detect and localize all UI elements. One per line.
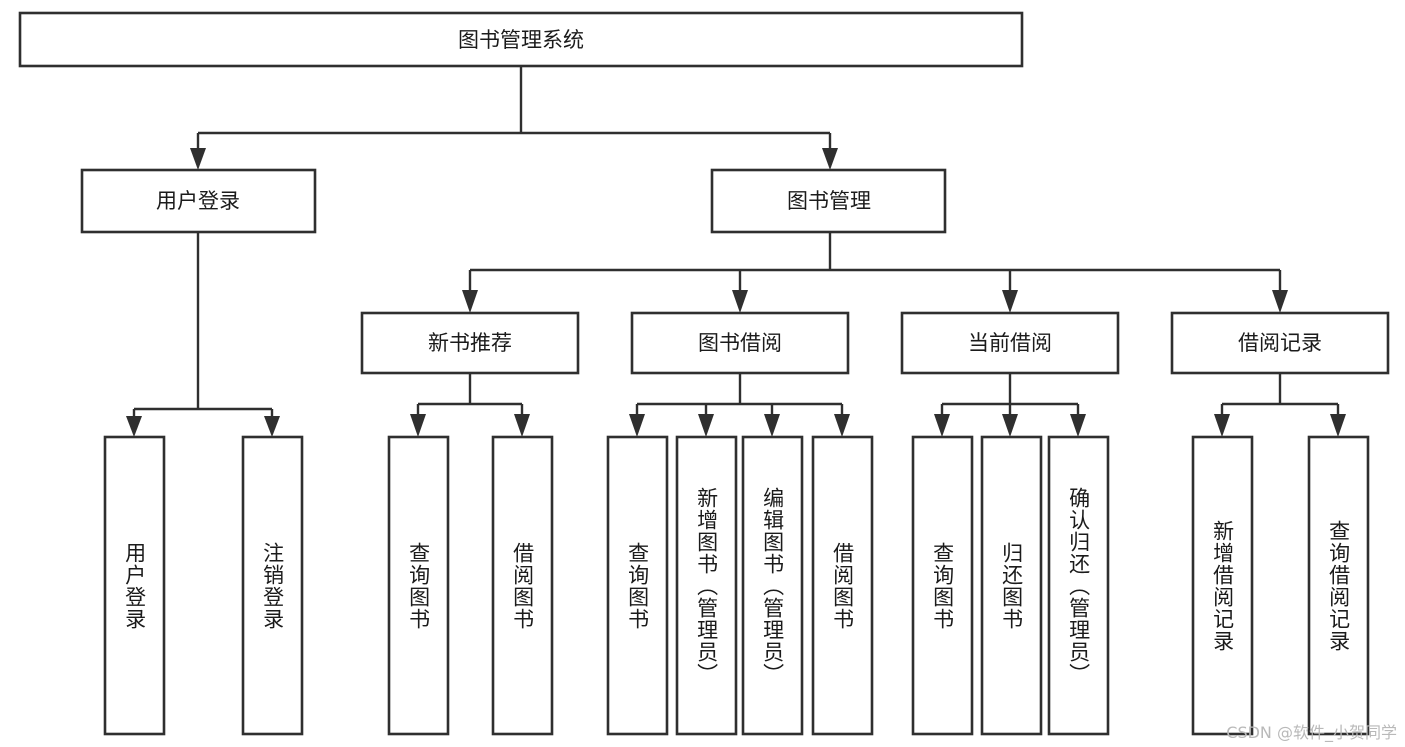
leaf-label-wrap: 用户登录 [122, 541, 147, 630]
leaf-label-wrap: 查询图书 [625, 541, 650, 630]
leaf-current-borrow-confirm[interactable]: 确认归还（管理员） [1047, 435, 1110, 736]
node-box [241, 435, 304, 736]
leaf-label-wrap: 查询借阅记录 [1326, 519, 1351, 652]
node-box [18, 11, 1024, 68]
leaf-label-wrap: 借阅图书 [510, 541, 535, 630]
leaf-label: 查询图书 [930, 541, 955, 630]
leaf-label: 查询图书 [625, 541, 650, 630]
leaf-label: 注销登录 [260, 541, 285, 630]
arrow-head-icon [1002, 414, 1018, 437]
leaf-label: 归还图书 [999, 541, 1024, 630]
arrow-head-icon [514, 414, 530, 437]
arrow-head-icon [1002, 290, 1018, 313]
leaf-book-borrow-edit[interactable]: 编辑图书（管理员） [741, 435, 804, 736]
leaf-book-borrow-query[interactable]: 查询图书 [606, 435, 669, 736]
node-label: 新书推荐 [428, 331, 512, 355]
node-label: 图书管理 [787, 189, 871, 213]
connector-current-borrow-to-leaves [934, 373, 1086, 437]
node-label: 用户登录 [156, 189, 240, 213]
leaf-label-wrap: 归还图书 [999, 541, 1024, 630]
leaf-borrow-record-add[interactable]: 新增借阅记录 [1191, 435, 1254, 736]
node-box [1191, 435, 1254, 736]
node-book-borrow[interactable]: 图书借阅 [630, 311, 850, 375]
leaf-label-wrap: 编辑图书（管理员） [760, 486, 785, 685]
leaf-new-book-borrow[interactable]: 借阅图书 [491, 435, 554, 736]
leaf-user-login-logout[interactable]: 注销登录 [241, 435, 304, 736]
leaf-current-borrow-query[interactable]: 查询图书 [911, 435, 974, 736]
leaf-label-wrap: 确认归还（管理员） [1066, 486, 1091, 685]
arrow-head-icon [190, 148, 206, 170]
node-box [491, 435, 554, 736]
connector-new-book-to-leaves [410, 373, 530, 437]
leaf-label-wrap: 注销登录 [260, 541, 285, 630]
leaf-label-wrap: 查询图书 [406, 541, 431, 630]
leaf-label-wrap: 新增图书（管理员） [694, 486, 719, 685]
node-box [710, 168, 947, 234]
leaf-label-wrap: 新增借阅记录 [1210, 519, 1235, 652]
connector-root-to-level2 [190, 66, 838, 170]
connector-borrow-record-to-leaves [1214, 373, 1346, 437]
node-box [675, 435, 738, 736]
arrow-head-icon [1272, 290, 1288, 313]
leaf-label: 查询借阅记录 [1326, 519, 1351, 652]
leaf-label: 借阅图书 [830, 541, 855, 630]
arrow-head-icon [462, 290, 478, 313]
node-borrow-record[interactable]: 借阅记录 [1170, 311, 1390, 375]
leaf-current-borrow-return[interactable]: 归还图书 [980, 435, 1043, 736]
leaf-label-wrap: 查询图书 [930, 541, 955, 630]
arrow-head-icon [1070, 414, 1086, 437]
node-box [900, 311, 1120, 375]
arrow-head-icon [698, 414, 714, 437]
node-box [606, 435, 669, 736]
leaf-label: 借阅图书 [510, 541, 535, 630]
leaf-label-wrap: 借阅图书 [830, 541, 855, 630]
arrow-head-icon [629, 414, 645, 437]
arrow-head-icon [764, 414, 780, 437]
leaf-user-login-login[interactable]: 用户登录 [103, 435, 166, 736]
leaf-label: 确认归还（管理员） [1066, 486, 1091, 685]
arrow-head-icon [264, 416, 280, 437]
node-box [630, 311, 850, 375]
node-label: 借阅记录 [1238, 331, 1322, 355]
arrow-head-icon [834, 414, 850, 437]
connector-user-login-to-leaves [126, 232, 280, 437]
node-label: 图书管理系统 [458, 28, 584, 52]
leaf-book-borrow-add[interactable]: 新增图书（管理员） [675, 435, 738, 736]
node-box [360, 311, 580, 375]
leaf-label: 新增图书（管理员） [694, 486, 719, 685]
node-new-book-recommend[interactable]: 新书推荐 [360, 311, 580, 375]
node-root-book-management-system[interactable]: 图书管理系统 [18, 11, 1024, 68]
arrow-head-icon [732, 290, 748, 313]
node-label: 图书借阅 [698, 331, 782, 355]
node-box [980, 435, 1043, 736]
arrow-head-icon [126, 416, 142, 437]
node-box [811, 435, 874, 736]
node-box [1170, 311, 1390, 375]
node-box [387, 435, 450, 736]
node-box [80, 168, 317, 234]
node-label: 当前借阅 [968, 331, 1052, 355]
arrow-head-icon [1330, 414, 1346, 437]
connector-book-borrow-to-leaves [629, 373, 850, 437]
leaf-label: 编辑图书（管理员） [760, 486, 785, 685]
leaf-book-borrow-borrow[interactable]: 借阅图书 [811, 435, 874, 736]
node-box [1307, 435, 1370, 736]
node-box [911, 435, 974, 736]
node-book-management[interactable]: 图书管理 [710, 168, 947, 234]
leaf-label: 新增借阅记录 [1210, 519, 1235, 652]
node-box [103, 435, 166, 736]
connector-book-manage-to-level3 [462, 232, 1288, 313]
node-current-borrow[interactable]: 当前借阅 [900, 311, 1120, 375]
arrow-head-icon [934, 414, 950, 437]
arrow-head-icon [822, 148, 838, 170]
node-box [1047, 435, 1110, 736]
node-box [741, 435, 804, 736]
arrow-head-icon [1214, 414, 1230, 437]
leaf-borrow-record-query[interactable]: 查询借阅记录 [1307, 435, 1370, 736]
node-user-login[interactable]: 用户登录 [80, 168, 317, 234]
leaf-label: 用户登录 [122, 541, 147, 630]
leaf-new-book-query[interactable]: 查询图书 [387, 435, 450, 736]
leaf-label: 查询图书 [406, 541, 431, 630]
arrow-head-icon [410, 414, 426, 437]
